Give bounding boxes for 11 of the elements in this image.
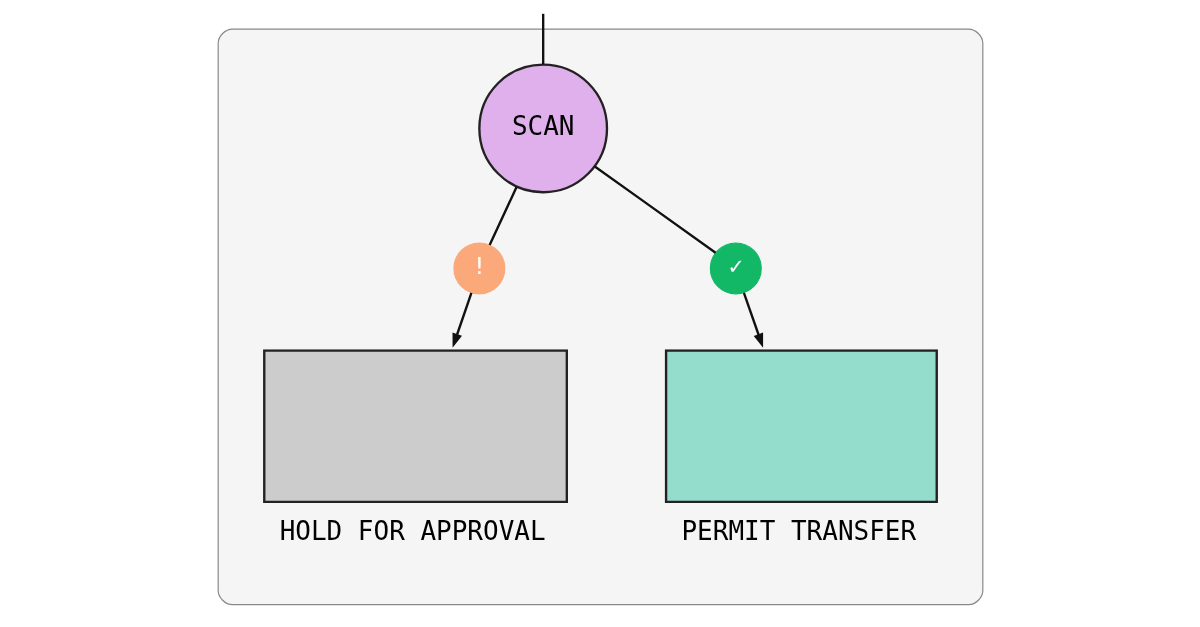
connector [488, 186, 518, 246]
cluster [217, 28, 983, 606]
arrow [742, 292, 763, 348]
arrow [452, 292, 473, 348]
node-circle: ! [452, 242, 505, 295]
node-label: HOLD FOR APPROVAL [279, 516, 546, 547]
connector [593, 165, 716, 254]
connector [541, 13, 544, 65]
node-circle: SCAN [477, 63, 608, 194]
node-circle: ✓ [709, 242, 762, 295]
node-label: PERMIT TRANSFER [680, 516, 916, 547]
